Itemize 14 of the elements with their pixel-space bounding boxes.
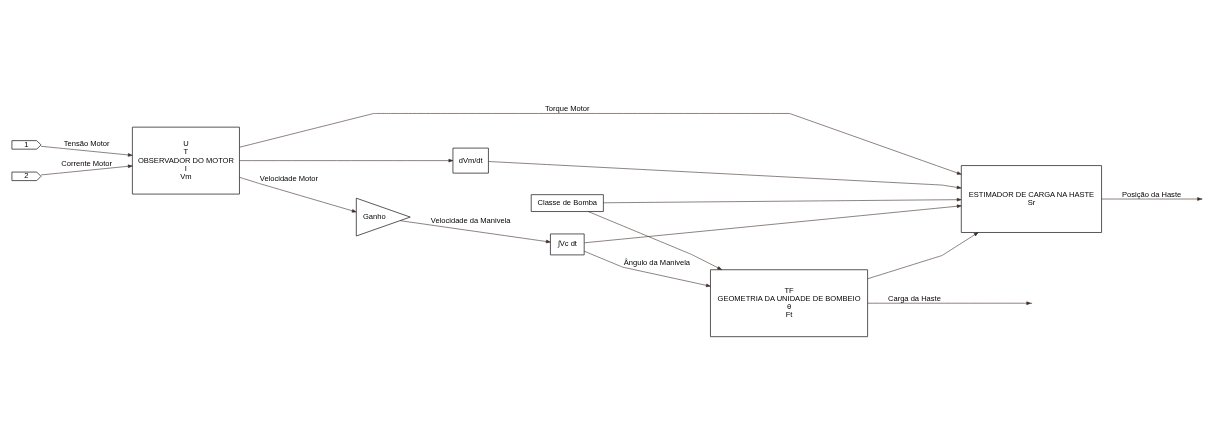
arrow <box>239 112 962 175</box>
arrow <box>867 231 979 279</box>
arrow <box>584 250 711 287</box>
arrow <box>488 160 962 189</box>
arrow <box>603 197 962 203</box>
arrow <box>584 204 962 243</box>
arrow <box>1101 196 1202 201</box>
arrow <box>239 176 357 212</box>
arrow <box>399 219 551 243</box>
arrow <box>40 145 133 157</box>
arrow <box>40 164 133 175</box>
arrow <box>867 301 1032 305</box>
arrow <box>239 158 454 162</box>
arrow <box>587 210 723 270</box>
